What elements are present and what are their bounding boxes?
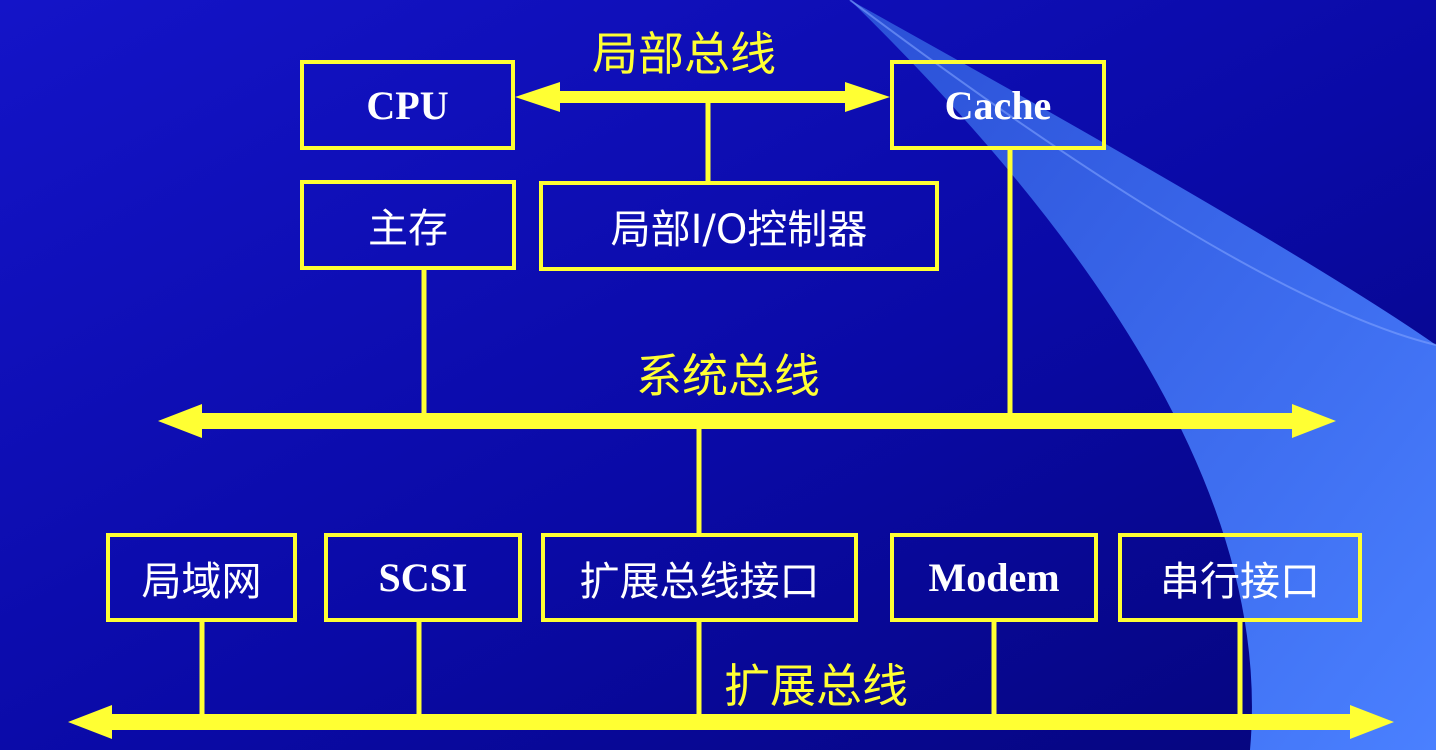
main-memory-box: 主存 xyxy=(300,180,516,270)
local-bus-arrow xyxy=(515,82,890,112)
cache-box: Cache xyxy=(890,60,1106,150)
expansion-bus-arrow xyxy=(68,705,1394,739)
cpu-box: CPU xyxy=(300,60,515,150)
lan-box: 局域网 xyxy=(106,533,297,622)
system-bus-arrow xyxy=(158,404,1336,438)
local-io-controller-box: 局部I/O控制器 xyxy=(539,181,939,271)
modem-box: Modem xyxy=(890,533,1098,622)
local-bus-label: 局部总线 xyxy=(592,27,776,81)
expansion-bus-interface-box: 扩展总线接口 xyxy=(541,533,858,622)
scsi-box: SCSI xyxy=(324,533,522,622)
serial-interface-box: 串行接口 xyxy=(1118,533,1362,622)
system-bus-label: 系统总线 xyxy=(636,349,820,403)
expansion-bus-label: 扩展总线 xyxy=(724,659,908,713)
decorative-swoosh-edge xyxy=(849,0,1436,346)
decorative-swoosh xyxy=(850,0,1436,750)
